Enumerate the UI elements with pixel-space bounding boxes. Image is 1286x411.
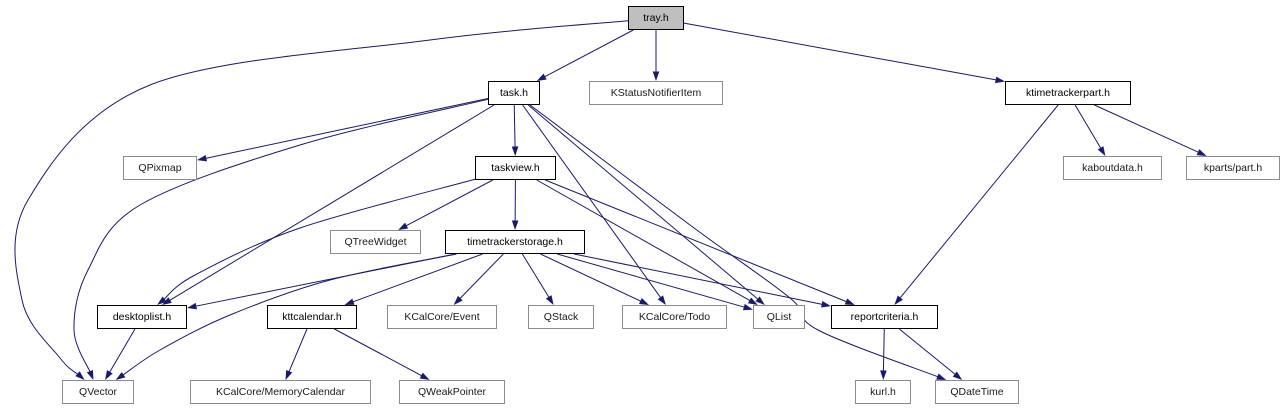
edge-task_h-taskview_h xyxy=(511,104,519,156)
node-timetrackerstorage-h[interactable]: timetrackerstorage.h xyxy=(445,230,585,254)
arrowhead-icon xyxy=(844,298,855,305)
arrowhead-icon xyxy=(75,371,85,380)
arrowhead-icon xyxy=(398,222,409,230)
edge-timetrackerstorage_h-kcalcore_event xyxy=(453,253,504,305)
edge-timetrackerstorage_h-qlist xyxy=(557,253,753,311)
arrowhead-icon xyxy=(105,370,113,380)
node-task-h[interactable]: task.h xyxy=(488,81,540,105)
edge-taskview_h-reportcriteria_h xyxy=(545,179,855,305)
arrowhead-icon xyxy=(652,71,660,81)
edge-task_h-qpixmap xyxy=(197,98,489,162)
node-kcalcore-todo[interactable]: KCalCore/Todo xyxy=(622,305,727,329)
arrowhead-icon xyxy=(936,373,947,380)
arrowhead-icon xyxy=(545,295,554,305)
edge-timetrackerstorage_h-qstack xyxy=(521,253,554,305)
edge-task_h-qlist xyxy=(527,104,765,305)
arrowhead-icon xyxy=(157,296,167,305)
edge-tray_h-task_h xyxy=(536,29,634,81)
edge-task_h-desktoplist_h xyxy=(161,104,495,305)
edge-taskview_h-qtreewidget xyxy=(398,179,494,230)
arrowhead-icon xyxy=(1196,149,1207,156)
node-kaboutdata-h[interactable]: kaboutdata.h xyxy=(1063,156,1162,180)
arrowhead-icon xyxy=(187,302,197,310)
node-kcalcore-memorycalendar[interactable]: KCalCore/MemoryCalendar xyxy=(190,380,371,404)
edge-timetrackerstorage_h-kttcalendar_h xyxy=(344,253,483,305)
arrowhead-icon xyxy=(755,296,765,305)
arrowhead-icon xyxy=(197,154,207,162)
arrowhead-icon xyxy=(161,297,172,305)
edge-timetrackerstorage_h-kcalcore_todo xyxy=(540,253,649,305)
edge-ktimetrackerpart_h-kparts_part_h xyxy=(1094,104,1207,156)
edge-kttcalendar_h-qweakpointer xyxy=(334,328,430,380)
node-kttcalendar-h[interactable]: kttcalendar.h xyxy=(267,305,357,329)
node-qlist[interactable]: QList xyxy=(753,305,805,329)
arrowhead-icon xyxy=(511,220,519,230)
arrowhead-icon xyxy=(115,371,126,380)
edge-taskview_h-qlist xyxy=(536,179,758,305)
node-tray-h[interactable]: tray.h xyxy=(628,6,684,30)
arrowhead-icon xyxy=(657,295,666,305)
edge-reportcriteria_h-qdatetime xyxy=(898,328,963,380)
arrowhead-icon xyxy=(742,303,753,311)
node-reportcriteria-h[interactable]: reportcriteria.h xyxy=(831,305,938,329)
edge-ktimetrackerpart_h-reportcriteria_h xyxy=(894,104,1059,305)
edge-desktoplist_h-qvector xyxy=(105,328,136,380)
node-kcalcore-event[interactable]: KCalCore/Event xyxy=(387,305,497,329)
edge-task_h-qdatetime xyxy=(529,104,947,380)
arrowhead-icon xyxy=(511,146,519,156)
arrowhead-icon xyxy=(747,297,758,305)
edge-taskview_h-desktoplist_h xyxy=(157,178,476,305)
arrowhead-icon xyxy=(285,369,293,380)
edge-tray_h-ktimetrackerpart_h xyxy=(683,22,1005,84)
edge-reportcriteria_h-kurl_h xyxy=(880,328,887,380)
edge-timetrackerstorage_h-reportcriteria_h xyxy=(574,253,831,308)
edge-task_h-kcalcore_todo xyxy=(522,104,666,305)
arrowhead-icon xyxy=(86,369,94,380)
arrowhead-icon xyxy=(344,298,355,305)
arrowhead-icon xyxy=(821,301,831,308)
arrowhead-icon xyxy=(995,76,1005,84)
node-qstack[interactable]: QStack xyxy=(528,305,594,329)
edge-taskview_h-timetrackerstorage_h xyxy=(511,179,519,230)
arrowhead-icon xyxy=(894,295,903,305)
arrowhead-icon xyxy=(638,297,649,305)
arrowhead-icon xyxy=(1097,146,1106,156)
edge-kttcalendar_h-kcalcore_memorycalendar xyxy=(285,328,308,380)
arrowhead-icon xyxy=(453,295,463,305)
node-kstatusnotifieritem[interactable]: KStatusNotifierItem xyxy=(589,81,723,105)
arrowhead-icon xyxy=(880,370,887,380)
node-qvector[interactable]: QVector xyxy=(62,380,134,404)
edge-ktimetrackerpart_h-kaboutdata_h xyxy=(1074,104,1106,156)
node-qweakpointer[interactable]: QWeakPointer xyxy=(399,380,505,404)
edge-tray_h-qvector xyxy=(14,20,629,380)
node-kparts-part-h[interactable]: kparts/part.h xyxy=(1186,156,1280,180)
edge-task_h-qvector xyxy=(73,98,489,380)
node-qdatetime[interactable]: QDateTime xyxy=(935,380,1019,404)
arrowhead-icon xyxy=(419,372,430,380)
arrowhead-icon xyxy=(536,73,547,81)
arrowhead-icon xyxy=(952,371,963,380)
node-qpixmap[interactable]: QPixmap xyxy=(123,156,197,180)
node-taskview-h[interactable]: taskview.h xyxy=(475,156,556,180)
node-ktimetrackerpart-h[interactable]: ktimetrackerpart.h xyxy=(1005,81,1131,105)
node-kurl-h[interactable]: kurl.h xyxy=(855,380,911,404)
node-qtreewidget[interactable]: QTreeWidget xyxy=(330,230,421,254)
edge-timetrackerstorage_h-qvector xyxy=(115,253,457,380)
node-desktoplist-h[interactable]: desktoplist.h xyxy=(97,305,187,329)
edge-tray_h-kstatusnotifieritem xyxy=(652,30,660,81)
